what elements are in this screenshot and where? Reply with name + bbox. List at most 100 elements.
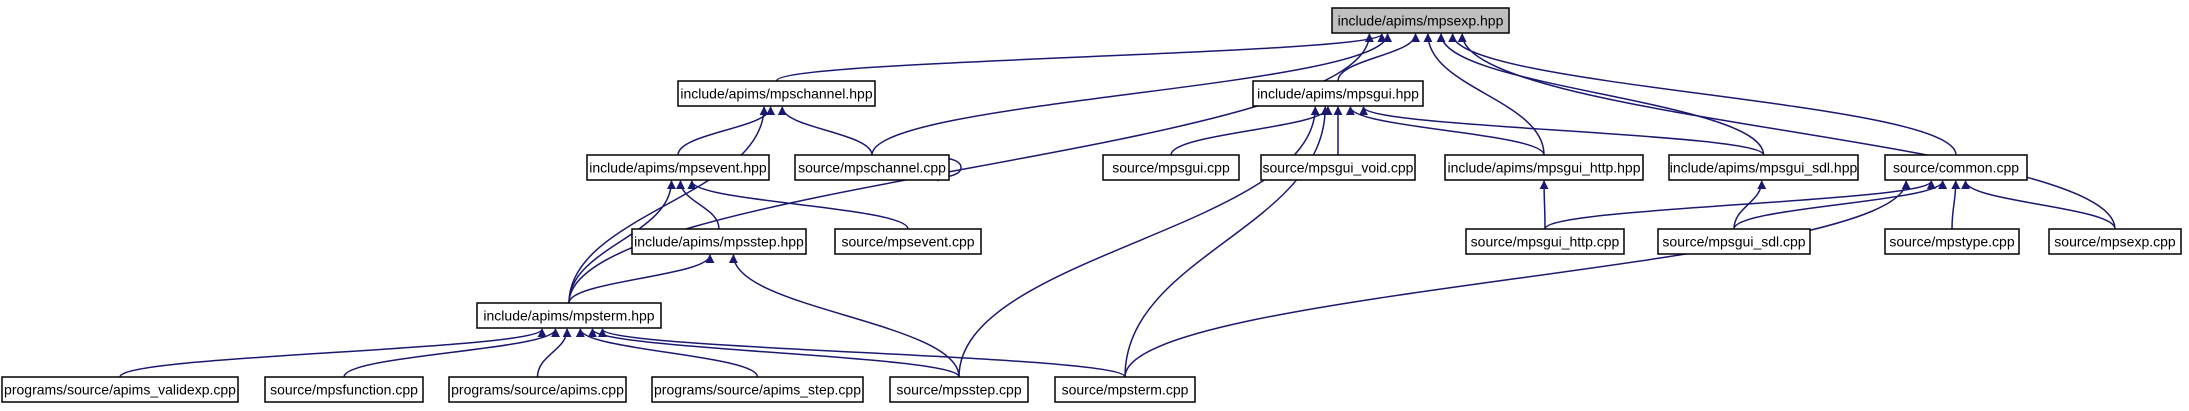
node-box — [1444, 154, 1644, 181]
graph-nodes: include/apims/mpsexp.hpp include/apims/mp… — [1, 7, 2182, 403]
edge-mpschannel_cpp-to-mpsexp_hpp — [871, 33, 1393, 156]
edge-mpsgui_sdl_hpp-to-mpsexp_hpp — [1436, 33, 1765, 156]
edge-mpsexp_cpp-to-common_cpp — [1961, 180, 2116, 230]
node-box — [1884, 154, 2028, 181]
edge-mpsstep_hpp-to-mpsevent_hpp — [675, 180, 720, 230]
node-mpsterm-cpp[interactable]: source/mpsterm.cpp — [1054, 376, 1196, 403]
node-box — [1465, 228, 1625, 255]
node-mpsgui-http-cpp[interactable]: source/mpsgui_http.cpp — [1465, 228, 1625, 255]
node-box — [476, 302, 662, 329]
edge-mpsterm_cpp-to-common_cpp — [1124, 180, 1911, 378]
node-box — [264, 376, 424, 403]
node-mpsgui-hpp[interactable]: include/apims/mpsgui.hpp — [1252, 80, 1424, 107]
node-mpsgui-cpp[interactable]: source/mpsgui.cpp — [1102, 154, 1240, 181]
edge-common_cpp-to-mpsexp_hpp — [1448, 33, 1957, 156]
node-label: programs/source/apims_step.cpp — [654, 382, 861, 398]
node-label: include/apims/mpschannel.hpp — [680, 86, 872, 102]
node-box — [586, 154, 770, 181]
node-label: include/apims/mpsgui.hpp — [1257, 86, 1419, 102]
edge-mpsgui_hpp-to-mpsexp_hpp — [1337, 33, 1421, 82]
node-mpstype-cpp[interactable]: source/mpstype.cpp — [1884, 228, 2020, 255]
edge-mpsgui_cpp-to-mpsgui_hpp — [1170, 106, 1333, 156]
node-label: include/apims/mpsgui_sdl.hpp — [1670, 160, 1858, 176]
node-box — [1252, 80, 1424, 107]
node-box — [1102, 154, 1240, 181]
node-label: source/mpstype.cpp — [1889, 234, 2014, 250]
node-label: source/mpsgui_sdl.cpp — [1662, 234, 1805, 250]
node-label: source/common.cpp — [1893, 160, 2019, 176]
edge-mpstype_cpp-to-common_cpp — [1951, 180, 1961, 230]
node-box — [794, 154, 950, 181]
node-label: source/mpsevent.cpp — [841, 234, 974, 250]
node-apims-validexp-cpp[interactable]: programs/source/apims_validexp.cpp — [1, 376, 239, 403]
edge-mpsterm_hpp-to-mpsstep_hpp — [568, 254, 715, 304]
edge-mpsgui_sdl_cpp-to-common_cpp — [1733, 180, 1948, 230]
node-mpsterm-hpp[interactable]: include/apims/mpsterm.hpp — [476, 302, 662, 329]
node-label: source/mpsgui.cpp — [1112, 160, 1230, 176]
node-label: programs/source/apims_validexp.cpp — [4, 382, 236, 398]
node-box — [1, 376, 239, 403]
edge-mpsstep_cpp-to-mpsgui_hpp — [958, 106, 1320, 378]
node-mpsexp-cpp[interactable]: source/mpsexp.cpp — [2048, 228, 2182, 255]
node-mpsgui-sdl-cpp[interactable]: source/mpsgui_sdl.cpp — [1657, 228, 1811, 255]
edge-apims_cpp-to-mpsterm_hpp — [536, 328, 572, 378]
node-box — [677, 80, 876, 107]
node-mpsfunction-cpp[interactable]: source/mpsfunction.cpp — [264, 376, 424, 403]
node-mpsevent-cpp[interactable]: source/mpsevent.cpp — [834, 228, 982, 255]
node-box — [631, 228, 807, 255]
node-mpsgui-http-hpp[interactable]: include/apims/mpsgui_http.hpp — [1444, 154, 1644, 181]
node-label: source/mpsgui_void.cpp — [1263, 160, 1414, 176]
node-box — [1054, 376, 1196, 403]
node-box — [448, 376, 627, 403]
node-label: include/apims/mpsevent.hpp — [589, 160, 767, 176]
edge-mpsgui_http_hpp-to-mpsgui_hpp — [1345, 106, 1545, 156]
node-apims-step-cpp[interactable]: programs/source/apims_step.cpp — [651, 376, 864, 403]
edge-mpsstep_cpp-to-mpsterm_hpp — [588, 328, 960, 378]
node-mpsexp-hpp[interactable]: include/apims/mpsexp.hpp — [1331, 7, 1510, 34]
edge-mpschannel_cpp-to-mpschannel_hpp — [777, 106, 873, 156]
node-mpsstep-hpp[interactable]: include/apims/mpsstep.hpp — [631, 228, 807, 255]
edge-mpsgui_http_cpp-to-common_cpp — [1544, 180, 1936, 230]
edge-apims_validexp_cpp-to-mpsterm_hpp — [119, 328, 547, 378]
node-box — [889, 376, 1029, 403]
node-mpsgui-void-cpp[interactable]: source/mpsgui_void.cpp — [1260, 154, 1416, 181]
node-box — [1260, 154, 1416, 181]
node-mpsstep-cpp[interactable]: source/mpsstep.cpp — [889, 376, 1029, 403]
edge-mpsevent_hpp-to-mpschannel_hpp — [677, 106, 776, 156]
node-label: source/mpsfunction.cpp — [270, 382, 418, 398]
node-label: include/apims/mpsstep.hpp — [634, 234, 804, 250]
node-box — [1331, 7, 1510, 34]
edge-mpsterm_cpp-to-mpsgui_hpp — [1124, 106, 1330, 378]
edge-mpsfunction_cpp-to-mpsterm_hpp — [343, 328, 560, 378]
edge-mpsgui_http_hpp-to-mpsexp_hpp — [1423, 33, 1545, 156]
edge-mpsterm_hpp-to-mpsevent_hpp — [568, 180, 676, 304]
edge-mpsgui_sdl_hpp-to-mpsgui_hpp — [1359, 106, 1765, 156]
edge-mpsgui_http_cpp-to-mpsgui_http_hpp — [1539, 180, 1549, 230]
node-label: programs/source/apims.cpp — [451, 382, 624, 398]
node-box — [1657, 228, 1811, 255]
node-mpschannel-cpp[interactable]: source/mpschannel.cpp — [794, 154, 950, 181]
node-apims-cpp[interactable]: programs/source/apims.cpp — [448, 376, 627, 403]
node-mpschannel-hpp[interactable]: include/apims/mpschannel.hpp — [677, 80, 876, 107]
node-mpsgui-sdl-hpp[interactable]: include/apims/mpsgui_sdl.hpp — [1668, 154, 1859, 181]
node-box — [1668, 154, 1859, 181]
node-common-cpp[interactable]: source/common.cpp — [1884, 154, 2028, 181]
node-label: include/apims/mpsexp.hpp — [1338, 13, 1504, 29]
edge-mpsevent_cpp-to-mpsevent_hpp — [687, 180, 909, 230]
node-label: include/apims/mpsterm.hpp — [483, 308, 654, 324]
node-label: source/mpsgui_http.cpp — [1471, 234, 1620, 250]
node-box — [2048, 228, 2182, 255]
edge-mpsterm_hpp-to-mpschannel_hpp — [568, 106, 769, 304]
node-label: include/apims/mpsgui_http.hpp — [1447, 160, 1640, 176]
edge-mpsterm_cpp-to-mpsterm_hpp — [598, 328, 1126, 378]
node-mpsevent-hpp[interactable]: include/apims/mpsevent.hpp — [586, 154, 770, 181]
edge-mpschannel_hpp-to-mpsexp_hpp — [775, 33, 1387, 82]
node-label: source/mpschannel.cpp — [798, 160, 946, 176]
node-label: source/mpsexp.cpp — [2054, 234, 2176, 250]
node-label: source/mpsstep.cpp — [896, 382, 1021, 398]
edge-apims_step_cpp-to-mpsterm_hpp — [575, 328, 759, 378]
node-box — [834, 228, 982, 255]
node-box — [651, 376, 864, 403]
graph-edges — [119, 33, 2116, 378]
